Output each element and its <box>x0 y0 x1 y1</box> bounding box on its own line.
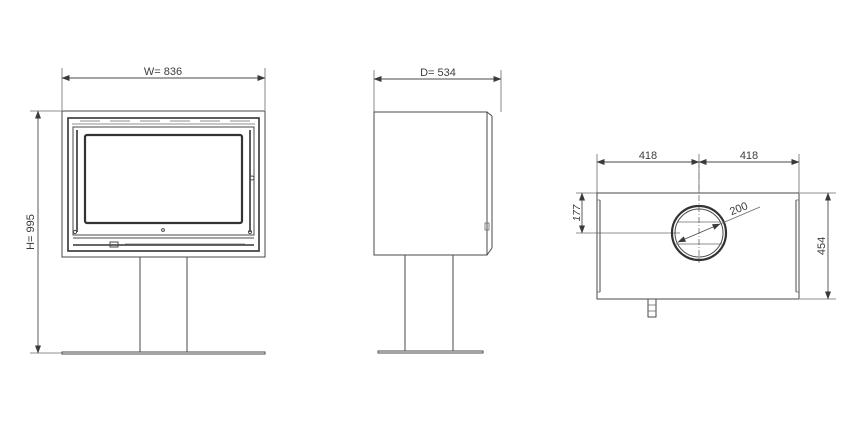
side-view: D= 534 <box>373 67 502 354</box>
front-stove-body <box>61 110 266 258</box>
front-pedestal <box>61 256 266 355</box>
front-view: W= 836 H= 995 <box>25 66 266 355</box>
front-height-dimension: H= 995 <box>25 110 62 354</box>
top-flue-diameter-label: 200 <box>728 200 750 218</box>
top-half-width-right-label: 418 <box>740 150 758 162</box>
side-stove-body <box>373 111 493 256</box>
front-width-dimension: W= 836 <box>61 66 266 110</box>
top-flue-offset-dimension: 177 <box>572 192 680 234</box>
side-pedestal <box>377 254 484 354</box>
top-width-dimensions: 418 418 <box>596 150 800 193</box>
side-depth-label: D= 534 <box>420 67 456 79</box>
top-flue-offset-label: 177 <box>572 204 583 221</box>
top-stove-outline <box>596 192 800 318</box>
top-depth-dimension: 454 <box>800 192 836 300</box>
top-depth-label: 454 <box>816 237 828 255</box>
top-flue-collar: 200 <box>670 162 761 263</box>
top-view: 418 418 454 177 <box>572 150 836 318</box>
front-height-label: H= 995 <box>25 214 37 250</box>
side-depth-dimension: D= 534 <box>373 67 502 112</box>
front-width-label: W= 836 <box>144 66 182 78</box>
top-half-width-left-label: 418 <box>639 150 657 162</box>
